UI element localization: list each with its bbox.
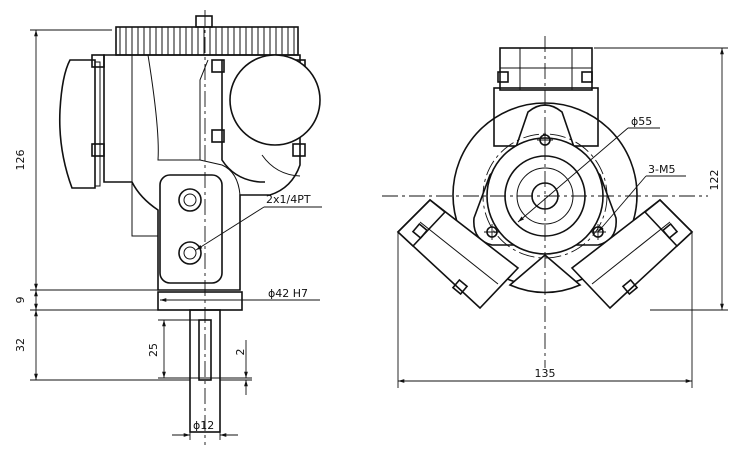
pilot-flange — [157, 291, 243, 311]
dim-key-depth: 2 — [211, 340, 252, 395]
right-lower-cylinder — [570, 198, 694, 310]
dim-shaft-diameter: ϕ12 — [172, 419, 238, 440]
leader-hub-diameter-label: ϕ55 — [631, 115, 652, 128]
front-view: ϕ55 3-M5 122 135 — [382, 36, 728, 388]
side-view: 126 9 32 25 2 — [14, 10, 322, 445]
top-cap — [115, 15, 299, 56]
dim-height-total: 126 — [14, 29, 158, 291]
dim-key-length: 25 — [147, 319, 199, 379]
dim-width-label: 135 — [535, 367, 556, 380]
side-cylinder — [221, 54, 321, 183]
leader-pilot-diameter-label: ϕ42 H7 — [268, 287, 308, 300]
dim-height-total-label: 126 — [14, 150, 27, 171]
dim-shaft-length: 32 — [14, 310, 190, 381]
dim-height-label: 122 — [708, 170, 721, 191]
left-lower-cylinder — [396, 198, 520, 310]
leader-mount-holes-label: 3-M5 — [648, 163, 675, 176]
port-plate — [159, 174, 223, 284]
leader-ports-label: 2x1/4PT — [266, 193, 311, 206]
dim-flange-thickness: 9 — [14, 290, 190, 311]
dim-flange-thickness-label: 9 — [14, 297, 27, 304]
dim-key-length-label: 25 — [147, 343, 160, 357]
dim-shaft-diameter-label: ϕ12 — [193, 419, 214, 432]
leader-ports: 2x1/4PT — [195, 193, 322, 251]
left-cylinder — [58, 54, 105, 189]
leader-hub-diameter: ϕ55 — [517, 115, 660, 223]
leader-pilot-diameter: ϕ42 H7 — [160, 287, 320, 302]
leader-mount-holes: 3-M5 — [597, 163, 686, 233]
dim-shaft-length-label: 32 — [14, 338, 27, 352]
dim-width: 135 — [397, 232, 693, 388]
main-body — [103, 54, 306, 291]
dim-key-depth-label: 2 — [234, 349, 247, 356]
dim-height: 122 — [594, 47, 728, 311]
